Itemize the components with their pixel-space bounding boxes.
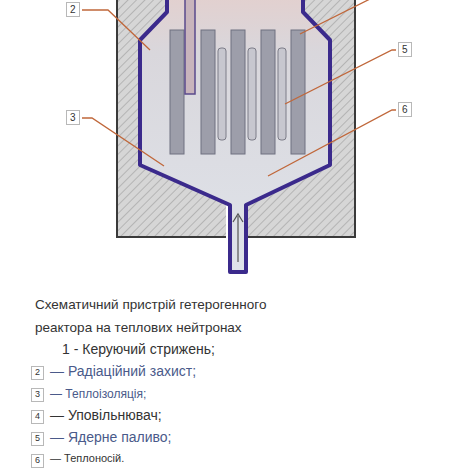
legend-line: 1 - Керуючий стрижень; (62, 341, 215, 358)
legend-line: — Радіаційний захист; (50, 363, 196, 380)
callout-number: 5 (398, 42, 412, 57)
legend-number: 6 (31, 454, 44, 468)
caption: Схематичний пристрій гетерогенного реакт… (35, 294, 267, 340)
callout-number: 2 (66, 2, 80, 17)
legend-line: — Теплоносій. (50, 452, 124, 465)
control-rod (185, 0, 195, 94)
legend-number: 4 (31, 410, 44, 424)
legend-line: — Уповільнювач; (50, 407, 162, 424)
legend-number: 2 (31, 366, 44, 380)
callout-number: 6 (398, 102, 412, 117)
legend-number: 5 (31, 432, 44, 446)
reactor-vessel (140, 0, 330, 272)
legend-number: 3 (31, 388, 44, 402)
leader-lines (82, 0, 396, 176)
legend-line: — Теплоізоляція; (50, 387, 146, 401)
coolant-arrow (233, 214, 243, 262)
legend-line: — Ядерне паливо; (50, 429, 171, 446)
callout-number: 3 (66, 110, 80, 125)
fuel-rods (218, 48, 286, 140)
